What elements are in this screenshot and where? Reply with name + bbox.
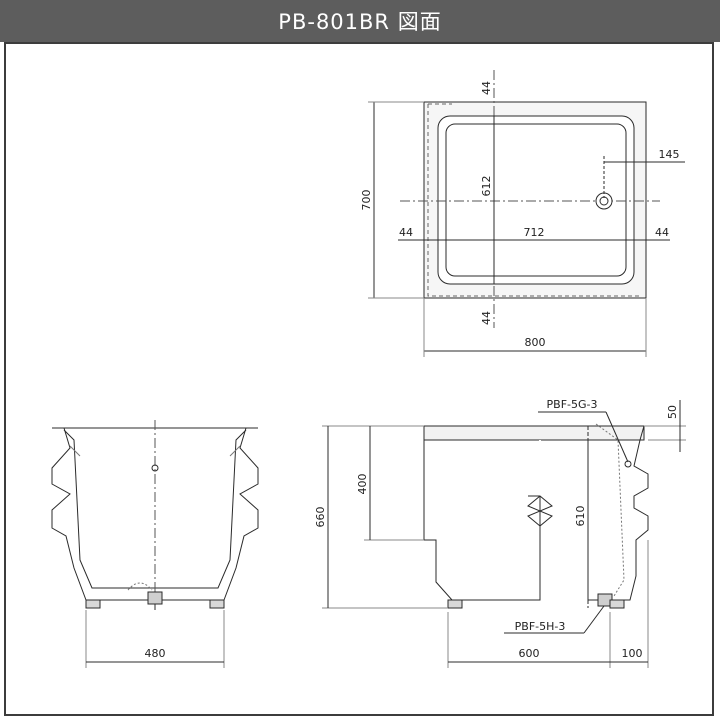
front-drain-fitting	[147, 591, 163, 605]
tub-inner-basin-outer	[437, 115, 635, 285]
dim-side-400: 400	[356, 474, 369, 495]
drain-outer	[595, 192, 613, 210]
dim-inner-612: 612	[480, 176, 493, 197]
drawing-frame	[4, 42, 714, 716]
title-bar: PB-801BR 図面	[0, 0, 720, 42]
dim-side-660: 660	[314, 507, 327, 528]
dim-height-700: 700	[360, 190, 373, 211]
dim-top-44: 44	[480, 81, 493, 95]
skirt-dashed-edge	[427, 103, 640, 297]
dim-left-44: 44	[399, 226, 413, 239]
dim-front-480: 480	[145, 647, 166, 660]
side-rim	[423, 425, 645, 441]
leader-overflow	[605, 411, 629, 463]
side-tub-wall	[587, 425, 649, 601]
dim-side-50: 50	[666, 405, 679, 419]
front-foot-right	[209, 599, 225, 609]
page-title: PB-801BR 図面	[278, 10, 442, 34]
dim-side-610: 610	[574, 506, 587, 527]
part-label-drain: PBF-5H-3	[515, 620, 566, 633]
side-view	[322, 400, 686, 668]
part-label-overflow: PBF-5G-3	[547, 398, 598, 411]
dim-inner-712: 712	[524, 226, 545, 239]
top-view	[368, 70, 685, 357]
dim-right-44: 44	[655, 226, 669, 239]
top-view-labels: 44 612 44 44 712 44 145 700 800	[360, 81, 680, 349]
front-view	[51, 420, 259, 668]
dim-drain-145: 145	[659, 148, 680, 161]
side-foot-left	[447, 599, 463, 609]
dim-bottom-44: 44	[480, 311, 493, 325]
side-view-labels: 400 660 610 50 600 100 PBF-5G-3 PBF-5H-3	[314, 398, 679, 660]
overflow-fitting	[151, 464, 159, 472]
front-foot-left	[85, 599, 101, 609]
dim-side-600: 600	[519, 647, 540, 660]
tub-inner-basin-inner	[445, 123, 627, 277]
dim-side-100: 100	[622, 647, 643, 660]
side-foot-right	[609, 599, 625, 609]
dim-width-800: 800	[525, 336, 546, 349]
side-skirt	[423, 440, 541, 601]
